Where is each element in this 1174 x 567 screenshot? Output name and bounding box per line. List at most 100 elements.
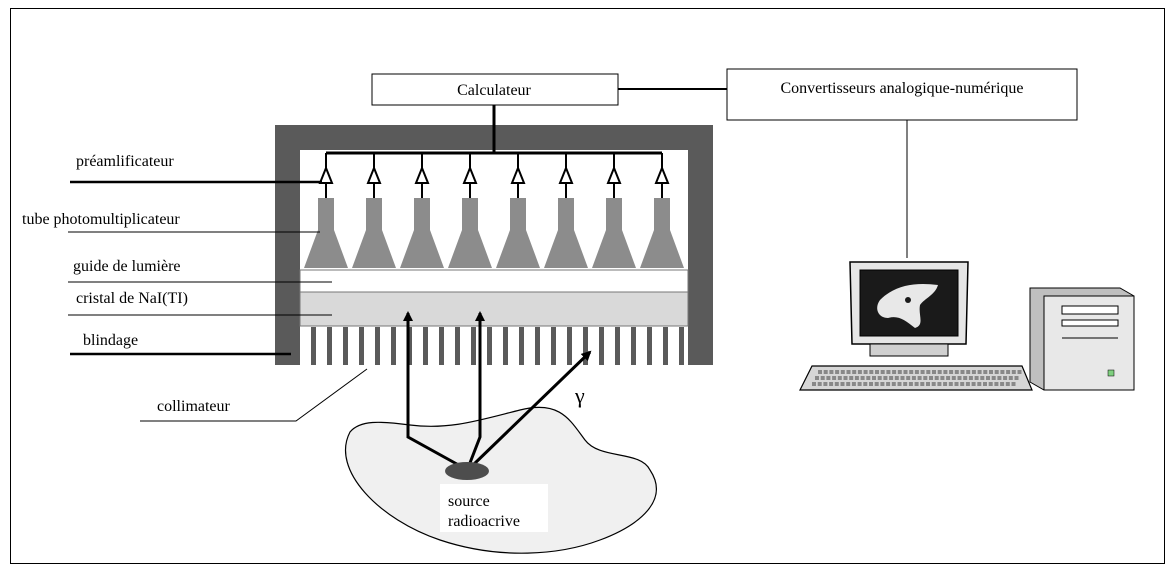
keyboard-key bbox=[866, 376, 871, 380]
keyboard-key bbox=[1000, 382, 1005, 386]
keyboard-key bbox=[1005, 382, 1010, 386]
keyboard-key bbox=[846, 382, 851, 386]
preamplifier bbox=[414, 153, 430, 198]
keyboard-key bbox=[1014, 376, 1019, 380]
shield-housing bbox=[275, 125, 713, 365]
keyboard-key bbox=[929, 376, 933, 380]
collimator-septum bbox=[567, 327, 572, 365]
tube-label: tube photomultiplicateur bbox=[22, 211, 180, 228]
keyboard-key bbox=[903, 370, 908, 374]
cristal-label: cristal de NaI(TI) bbox=[76, 290, 188, 307]
collimator-septum bbox=[439, 327, 444, 365]
keyboard-key bbox=[971, 382, 976, 386]
preamplifier bbox=[462, 153, 478, 198]
keyboard-key bbox=[840, 382, 845, 386]
collimator-septum bbox=[471, 327, 476, 365]
keyboard-key bbox=[965, 382, 970, 386]
keyboard-key bbox=[943, 370, 948, 374]
keyboard-key bbox=[911, 376, 916, 380]
collimator-septum bbox=[663, 327, 668, 365]
collimator-septum bbox=[311, 327, 316, 365]
preamplifier bbox=[654, 153, 670, 198]
convertisseurs-box[interactable]: Convertisseurs analogique-numérique bbox=[726, 68, 1078, 121]
keyboard-key bbox=[823, 370, 828, 374]
scan-image-icon bbox=[877, 283, 938, 328]
keyboard-key bbox=[937, 382, 942, 386]
keyboard-key bbox=[860, 376, 865, 380]
keyboard-key bbox=[880, 382, 885, 386]
keyboard-key bbox=[886, 370, 891, 374]
keyboard-key bbox=[900, 376, 905, 380]
keyboard-key bbox=[834, 382, 839, 386]
collimator-septum bbox=[631, 327, 636, 365]
preamplificateur-label: préamlificateur bbox=[76, 153, 174, 170]
keyboard-key bbox=[891, 382, 896, 386]
keyboard-key bbox=[960, 382, 965, 386]
collimator-septum bbox=[327, 327, 332, 365]
photomultiplier-tube bbox=[400, 198, 444, 268]
keyboard-key bbox=[880, 370, 885, 374]
keyboard-key bbox=[906, 376, 911, 380]
collimator-septum bbox=[615, 327, 620, 365]
keyboard-key bbox=[1000, 370, 1005, 374]
keyboard-key bbox=[1006, 370, 1011, 374]
preamplifier bbox=[510, 153, 526, 198]
collimator-septum bbox=[455, 327, 460, 365]
figure-frame bbox=[10, 8, 1165, 564]
gamma-rays bbox=[403, 311, 592, 470]
collimator-septum bbox=[423, 327, 428, 365]
keyboard-key bbox=[926, 382, 930, 386]
keyboard-key bbox=[823, 382, 828, 386]
collimator bbox=[311, 327, 684, 365]
keyboard-key bbox=[820, 376, 825, 380]
photomultiplier-tube bbox=[592, 198, 636, 268]
keyboard-key bbox=[968, 376, 973, 380]
collimator-septum bbox=[503, 327, 508, 365]
keyboard-key bbox=[977, 370, 982, 374]
nai-crystal bbox=[299, 291, 689, 327]
keyboard-key bbox=[863, 382, 868, 386]
keyboard-key bbox=[946, 376, 951, 380]
keyboard-key bbox=[829, 370, 834, 374]
collimator-septum bbox=[535, 327, 540, 365]
keyboard-key bbox=[948, 382, 953, 386]
keyboard-key bbox=[963, 376, 968, 380]
keyboard-key bbox=[917, 376, 922, 380]
keyboard-key bbox=[977, 382, 982, 386]
keyboard-key bbox=[994, 382, 999, 386]
keyboard-key bbox=[832, 376, 837, 380]
keyboard-key bbox=[863, 370, 868, 374]
keyboard-key bbox=[954, 370, 959, 374]
keyboard-key bbox=[949, 370, 954, 374]
photomultiplier-tube bbox=[544, 198, 588, 268]
keyboard-key bbox=[869, 370, 874, 374]
keyboard-key bbox=[951, 376, 956, 380]
keyboard-key bbox=[983, 370, 988, 374]
keyboard-key bbox=[920, 370, 925, 374]
keyboard-key bbox=[971, 370, 976, 374]
collimator-septum bbox=[487, 327, 492, 365]
keyboard-key bbox=[875, 370, 879, 374]
keyboard-key bbox=[1008, 376, 1013, 380]
source-label-bg bbox=[440, 484, 548, 532]
keyboard-key bbox=[826, 376, 831, 380]
keyboard-key bbox=[943, 382, 948, 386]
calculateur-box[interactable]: Calculateur bbox=[371, 73, 619, 106]
preamplifiers bbox=[318, 153, 670, 198]
keyboard-key bbox=[874, 382, 879, 386]
keyboard-key bbox=[920, 382, 925, 386]
keyboard-key bbox=[980, 376, 985, 380]
collimator-septum bbox=[375, 327, 380, 365]
keyboard-key bbox=[932, 370, 936, 374]
collimator-septum bbox=[519, 327, 524, 365]
keyboard-key bbox=[940, 376, 945, 380]
keyboard-key bbox=[886, 382, 891, 386]
keyboard-key bbox=[908, 382, 913, 386]
keyboard-key bbox=[849, 376, 854, 380]
component-labels: préamlificateur tube photomultiplicateur… bbox=[22, 153, 368, 422]
keyboard-key bbox=[815, 376, 819, 380]
keyboard-key bbox=[818, 370, 822, 374]
keyboard-key bbox=[1011, 382, 1016, 386]
keyboard-key bbox=[829, 382, 834, 386]
